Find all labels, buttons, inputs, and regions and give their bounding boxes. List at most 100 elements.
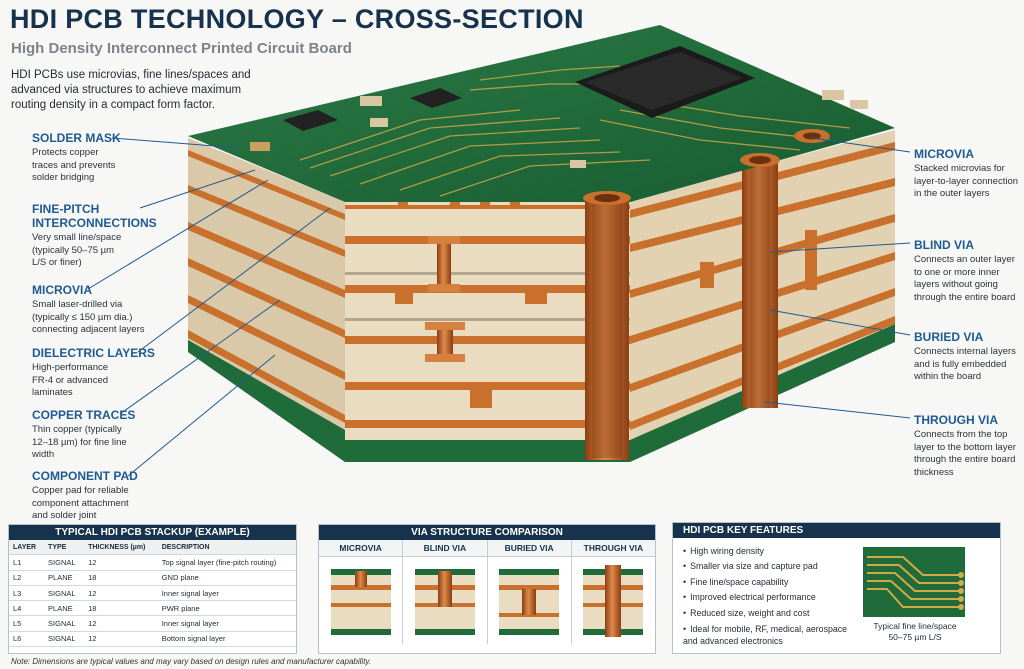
cell: L6 [9,631,45,648]
list-item: Improved electrical performance [683,590,848,605]
top-face [188,25,895,205]
page-title: HDI PCB TECHNOLOGY – CROSS-SECTION [10,4,584,34]
via-col-title: BURIED VIA [487,540,571,557]
cell: 12 [84,631,158,648]
cell: L1 [9,554,45,571]
label-title: BURIED VIA [914,330,984,344]
label-microvia-right: MICROVIA Stacked microvias for layer-to-… [914,147,1022,201]
list-item: Fine line/space capability [683,575,848,590]
cell: L4 [9,600,45,617]
via-col-buried: BURIED VIA [487,540,572,644]
label-title: DIELECTRIC LAYERS [32,346,155,360]
caption-line: Typical fine line/space [873,621,957,631]
label-desc: Small laser-drilled via (typically ≤ 150… [32,299,145,335]
cell: Bottom signal layer [157,631,296,648]
label-desc: Thin copper (typically 12–18 µm) for fin… [32,424,127,460]
label-desc: Protects copper traces and prevents sold… [32,147,116,183]
features-list: High wiring density Smaller via size and… [683,544,848,647]
cell: L2 [9,570,45,586]
cell: PLANE [44,570,85,586]
label-desc: Connects from the top layer to the botto… [914,429,1016,478]
label-desc: Connects an outer layer to one or more i… [914,254,1016,303]
via-col-title: MICROVIA [319,540,403,557]
label-solder-mask: SOLDER MASK Protects copper traces and p… [32,131,182,185]
cell: GND plane [157,570,296,586]
label-buried-via: BURIED VIA Connects internal layers and … [914,330,1022,384]
fine-line-sample-image [863,547,965,617]
cell: 18 [84,600,158,617]
label-desc: Copper pad for reliable component attach… [32,485,129,521]
list-item: High wiring density [683,544,848,559]
cell: 12 [84,615,158,632]
right-face [630,130,895,462]
label-title: COPPER TRACES [32,408,136,422]
cell: 12 [84,554,158,571]
features-panel: HDI PCB KEY FEATURES High wiring density… [672,522,1001,654]
cell: SIGNAL [44,631,85,648]
label-desc: Very small line/space (typically 50–75 µ… [32,232,122,268]
cell: SIGNAL [44,585,85,602]
cell: SIGNAL [44,615,85,632]
label-through-via: THROUGH VIA Connects from the top layer … [914,413,1022,479]
via-col-title: THROUGH VIA [571,540,655,557]
left-face [188,138,345,462]
cell: Top signal layer (fine-pitch routing) [157,554,296,571]
label-desc: Stacked microvias for layer-to-layer con… [914,163,1019,199]
list-item: Ideal for mobile, RF, medical, aerospace… [683,621,848,647]
col-header: TYPE [44,540,85,556]
microvia-diagram [330,569,391,635]
cell: Inner signal layer [157,615,296,632]
label-title: THROUGH VIA [914,413,998,427]
cell: 12 [84,585,158,602]
through-via-diagram [583,565,644,637]
label-desc: High-performance FR-4 or advanced lamina… [32,362,109,398]
cell: L5 [9,615,45,632]
label-blind-via: BLIND VIA Connects an outer layer to one… [914,238,1022,304]
via-col-through: THROUGH VIA [571,540,655,644]
label-component-pad: COMPONENT PAD Copper pad for reliable co… [32,469,182,523]
table-header-row: LAYER TYPE THICKNESS (µm) DESCRIPTION [9,540,296,556]
via-col-blind: BLIND VIA [403,540,488,644]
cell: Inner signal layer [157,585,296,602]
list-item: Smaller via size and capture pad [683,559,848,574]
label-title: MICROVIA [32,283,92,297]
stackup-title: TYPICAL HDI PCB STACKUP (EXAMPLE) [9,525,296,540]
page-subtitle: High Density Interconnect Printed Circui… [11,40,352,57]
via-col-microvia: MICROVIA [319,540,404,644]
via-comparison-panel: VIA STRUCTURE COMPARISON MICROVIA BLIND … [318,524,656,654]
cell: PWR plane [157,600,296,617]
intro-text: HDI PCBs use microvias, fine lines/space… [11,69,251,111]
fine-line-caption: Typical fine line/space 50–75 µm L/S [855,621,975,643]
label-title: MICROVIA [914,147,974,161]
label-title: FINE-PITCH INTERCONNECTIONS [32,202,157,230]
label-title: SOLDER MASK [32,131,121,145]
col-header: LAYER [9,540,45,556]
label-copper-traces: COPPER TRACES Thin copper (typically 12–… [32,408,182,462]
label-fine-pitch: FINE-PITCH INTERCONNECTIONS Very small l… [32,202,182,270]
pcb-cross-section-illustration [87,25,911,477]
label-desc: Connects internal layers and is fully em… [914,346,1016,382]
blind-via-diagram [414,569,475,635]
label-dielectric: DIELECTRIC LAYERS High-performance FR-4 … [32,346,182,400]
caption-line: 50–75 µm L/S [888,632,942,642]
label-microvia-left: MICROVIA Small laser-drilled via (typica… [32,283,182,337]
label-title: BLIND VIA [914,238,974,252]
front-face [345,194,630,462]
label-title: COMPONENT PAD [32,469,138,483]
footnote: Note: Dimensions are typical values and … [11,657,372,666]
via-col-title: BLIND VIA [403,540,487,557]
cell: L3 [9,585,45,602]
stackup-panel: TYPICAL HDI PCB STACKUP (EXAMPLE) LAYER … [8,524,297,654]
cell: PLANE [44,600,85,617]
stackup-table: LAYER TYPE THICKNESS (µm) DESCRIPTION L1… [9,540,296,648]
col-header: DESCRIPTION [157,540,296,556]
features-title: HDI PCB KEY FEATURES [673,523,1000,538]
cell: SIGNAL [44,554,85,571]
col-header: THICKNESS (µm) [84,540,158,556]
cell: 18 [84,570,158,586]
